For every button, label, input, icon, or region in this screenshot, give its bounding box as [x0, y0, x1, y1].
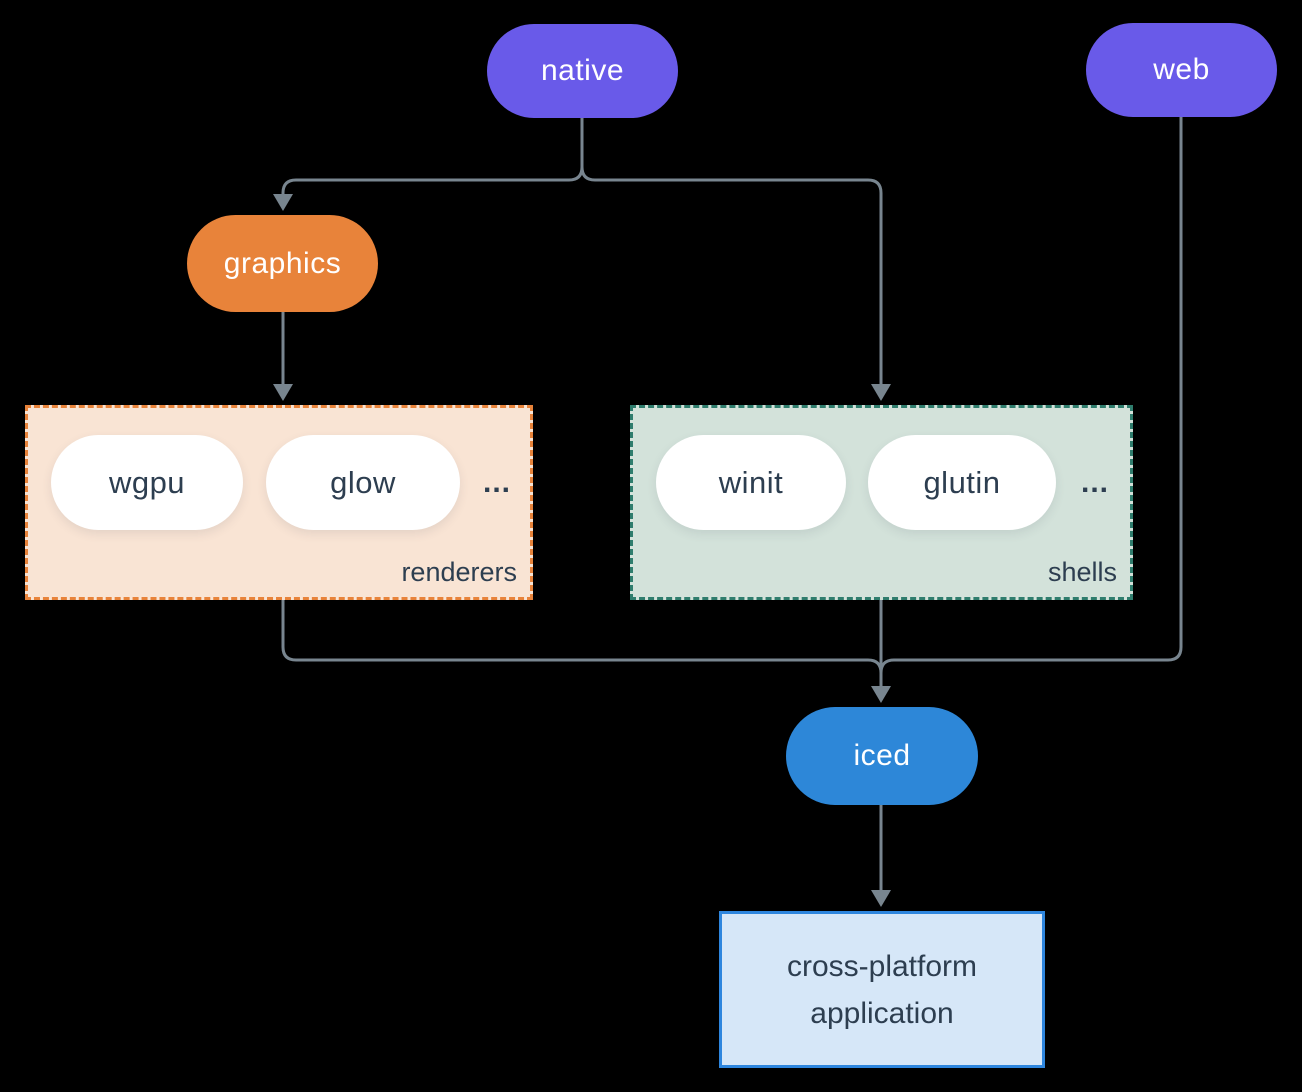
node-graphics: graphics [187, 215, 378, 312]
node-native: native [487, 24, 678, 118]
node-glutin-label: glutin [923, 464, 1001, 500]
edge-renderers-iced [281, 600, 883, 674]
node-application: cross-platform application [719, 911, 1045, 1068]
arrowhead-application [871, 890, 891, 907]
node-application-label: cross-platform application [786, 949, 978, 1030]
node-iced-label: iced [853, 739, 911, 772]
node-web-label: web [1153, 53, 1210, 86]
edge-native-shells [580, 166, 883, 387]
arrowhead-renderers [273, 384, 293, 401]
node-glutin: glutin [868, 435, 1056, 530]
renderers-ellipsis: ... [482, 465, 511, 499]
node-winit: winit [656, 435, 846, 530]
shells-group-label: shells [1047, 557, 1117, 587]
arrowhead-graphics [273, 194, 293, 211]
group-shells: winit glutin ... shells [630, 405, 1133, 600]
arrowhead-iced [871, 686, 891, 703]
node-winit-label: winit [718, 464, 784, 500]
node-glow: glow [266, 435, 460, 530]
node-wgpu-label: wgpu [108, 464, 186, 500]
node-wgpu: wgpu [51, 435, 243, 530]
node-native-label: native [540, 54, 625, 87]
shells-ellipsis: ... [1080, 465, 1109, 499]
group-renderers: wgpu glow ... renderers [25, 405, 533, 600]
node-glow-label: glow [330, 464, 396, 500]
edge-native-graphics [281, 118, 584, 196]
arrowhead-shells [871, 384, 891, 401]
node-graphics-label: graphics [223, 246, 342, 280]
node-iced: iced [786, 707, 978, 805]
renderers-group-label: renderers [401, 557, 517, 587]
node-web: web [1086, 23, 1277, 117]
